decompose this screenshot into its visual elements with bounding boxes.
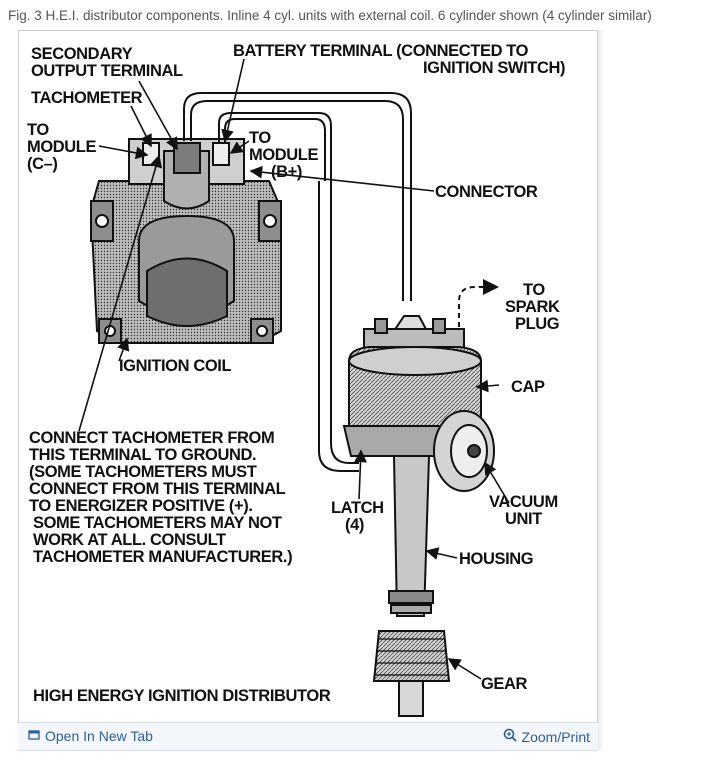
label-to-module-c-2: MODULE	[27, 138, 96, 156]
open-in-new-tab-label: Open In New Tab	[45, 728, 153, 744]
label-to-module-b-1: TO	[249, 129, 271, 147]
label-connector: CONNECTOR	[435, 183, 538, 201]
label-vacuum-1: VACUUM	[489, 493, 558, 511]
ignition-coil	[89, 138, 282, 344]
label-cap: CAP	[511, 378, 545, 396]
label-gear: GEAR	[481, 675, 528, 693]
diagram-frame: SECONDARY OUTPUT TERMINAL TACHOMETER TO …	[18, 30, 598, 730]
note-line-6: SOME TACHOMETERS MAY NOT	[33, 514, 282, 532]
label-latch-2: (4)	[345, 516, 364, 534]
zoom-print-label: Zoom/Print	[521, 728, 590, 745]
label-latch-1: LATCH	[331, 499, 384, 517]
image-footer: Open In New Tab Zoom/Print	[18, 722, 598, 751]
label-secondary-1: SECONDARY	[31, 45, 133, 63]
label-battery-1: BATTERY TERMINAL (CONNECTED TO	[233, 42, 529, 60]
label-housing: HOUSING	[459, 550, 533, 568]
label-to-spark-3: PLUG	[515, 315, 559, 333]
note-line-8: TACHOMETER MANUFACTURER.)	[33, 548, 292, 566]
label-to-spark-1: TO	[523, 281, 545, 299]
label-to-module-c-1: TO	[27, 121, 49, 139]
open-in-new-tab-link[interactable]: Open In New Tab	[28, 728, 153, 744]
wires	[183, 92, 499, 472]
label-tachometer: TACHOMETER	[31, 89, 143, 107]
frame-shadow	[598, 30, 604, 750]
diagram-title: HIGH ENERGY IGNITION DISTRIBUTOR	[33, 687, 331, 705]
label-ignition-coil: IGNITION COIL	[119, 357, 231, 375]
note-line-2: THIS TERMINAL TO GROUND.	[29, 446, 256, 464]
label-secondary-2: OUTPUT TERMINAL	[31, 62, 183, 80]
leader-lines	[78, 58, 510, 680]
figure-caption: Fig. 3 H.E.I. distributor components. In…	[8, 8, 652, 23]
distributor-diagram: SECONDARY OUTPUT TERMINAL TACHOMETER TO …	[27, 42, 565, 717]
label-battery-2: IGNITION SWITCH)	[423, 59, 565, 77]
note-line-1: CONNECT TACHOMETER FROM	[29, 429, 274, 447]
label-vacuum-2: UNIT	[505, 510, 542, 528]
label-to-module-b-3: (B+)	[271, 163, 302, 181]
label-to-module-b-2: MODULE	[249, 146, 318, 164]
note-line-4: CONNECT FROM THIS TERMINAL	[29, 480, 286, 498]
zoom-icon	[503, 728, 517, 745]
zoom-print-link[interactable]: Zoom/Print	[503, 728, 590, 745]
note-line-3: (SOME TACHOMETERS MUST	[29, 463, 257, 481]
label-to-module-c-3: (C–)	[27, 155, 57, 173]
note-line-5: TO ENERGIZER POSITIVE (+).	[29, 497, 253, 515]
distributor	[342, 315, 495, 717]
open-in-new-tab-icon	[28, 728, 40, 744]
note-line-7: WORK AT ALL. CONSULT	[33, 531, 226, 549]
label-to-spark-2: SPARK	[505, 298, 560, 316]
